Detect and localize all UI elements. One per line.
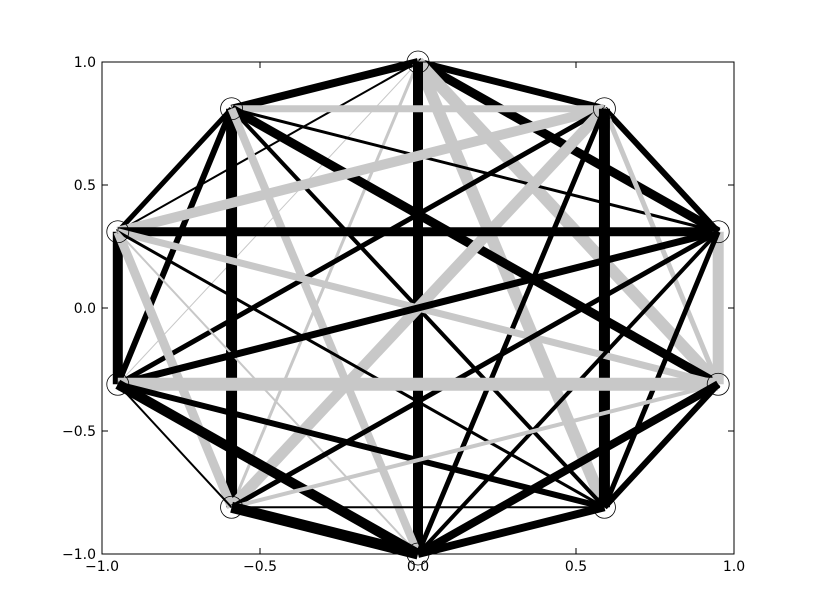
network-edge [416,230,720,556]
network-edge [115,379,421,559]
network-edge [602,382,721,510]
network-edge [117,230,606,509]
network-node [706,372,730,396]
network-node [220,97,243,121]
plot-area [101,50,735,566]
network-node [106,220,130,244]
y-axis: 1.0 0.5 0.0 −0.5 −1.0 [62,55,734,563]
network-edge [117,61,419,385]
network-edge [117,383,233,508]
x-tick-label: 1.0 [723,559,745,575]
network-edge [417,503,606,558]
x-tick-label: −1.0 [85,559,119,575]
y-tick-label: 0.0 [74,301,96,317]
network-node [593,97,616,121]
network-edge [115,107,234,234]
network-edge [230,58,419,113]
network-node [106,372,130,396]
network-edge [602,106,721,234]
network-edge [231,107,719,234]
x-tick-label: 0.5 [565,559,587,575]
y-tick-label: −0.5 [62,424,96,440]
network-edge [602,230,721,509]
network-edge [116,106,606,387]
x-axis: −1.0 −0.5 0.0 0.5 1.0 [85,62,745,575]
edges-layer [112,57,724,560]
network-edge [117,381,606,511]
network-edge [230,501,420,560]
network-edge [416,380,721,558]
network-node [706,220,730,244]
network-edge [413,57,723,389]
network-edge [231,382,719,510]
y-tick-label: 1.0 [74,55,96,71]
network-node [220,495,243,519]
network-edge [117,231,419,555]
network-edge [230,229,720,510]
network-edge [417,58,606,113]
network-node [593,495,616,519]
network-edge [116,103,606,237]
network-edge [116,228,720,388]
y-tick-label: −1.0 [62,547,96,563]
y-tick-label: 0.5 [74,178,96,194]
x-tick-label: 0.0 [407,559,429,575]
x-tick-label: −0.5 [243,559,277,575]
